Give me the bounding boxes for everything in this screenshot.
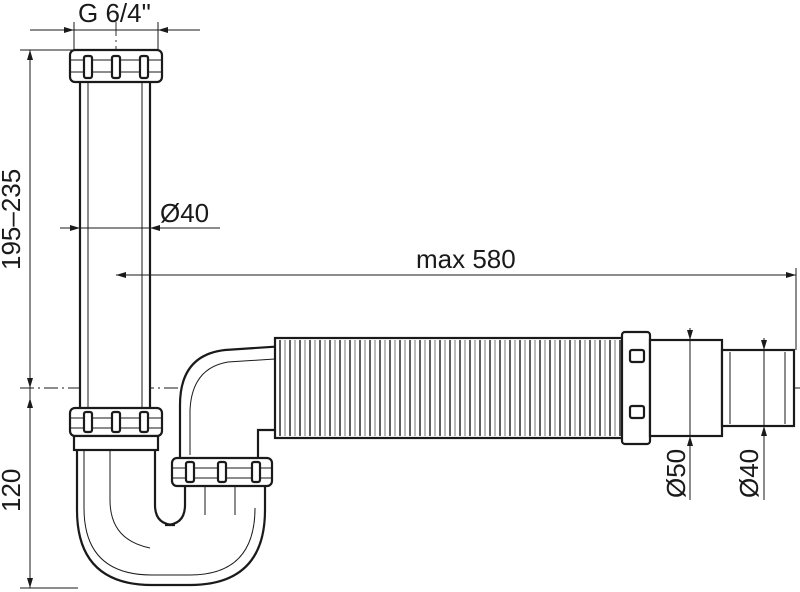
outlet-outer-label: Ø50 [661,449,691,498]
thread-size-label: G 6/4" [78,0,151,28]
elbow-nut [170,456,274,488]
dimension-height-upper: 195–235 [0,49,72,388]
dimension-height-lower: 120 [0,388,78,589]
vertical-tube [78,78,152,412]
trap-nut [68,406,164,452]
dimension-outlet-outer: Ø50 [661,328,693,500]
dimension-tube-diameter: Ø40 [60,198,220,231]
dimension-max-length: max 580 [116,244,797,350]
dimension-thread: G 6/4" [30,0,200,50]
tube-diameter-label: Ø40 [160,198,209,228]
outlet-inner-label: Ø40 [734,449,764,498]
outlet-coupling [620,330,796,446]
height-lower-label: 120 [0,469,26,512]
corrugated-hose [273,336,627,440]
top-nut [68,48,164,84]
u-trap-bend [75,428,267,587]
max-length-label: max 580 [416,244,516,274]
height-upper-label: 195–235 [0,169,26,270]
dimension-outlet-inner: Ø40 [734,338,767,500]
